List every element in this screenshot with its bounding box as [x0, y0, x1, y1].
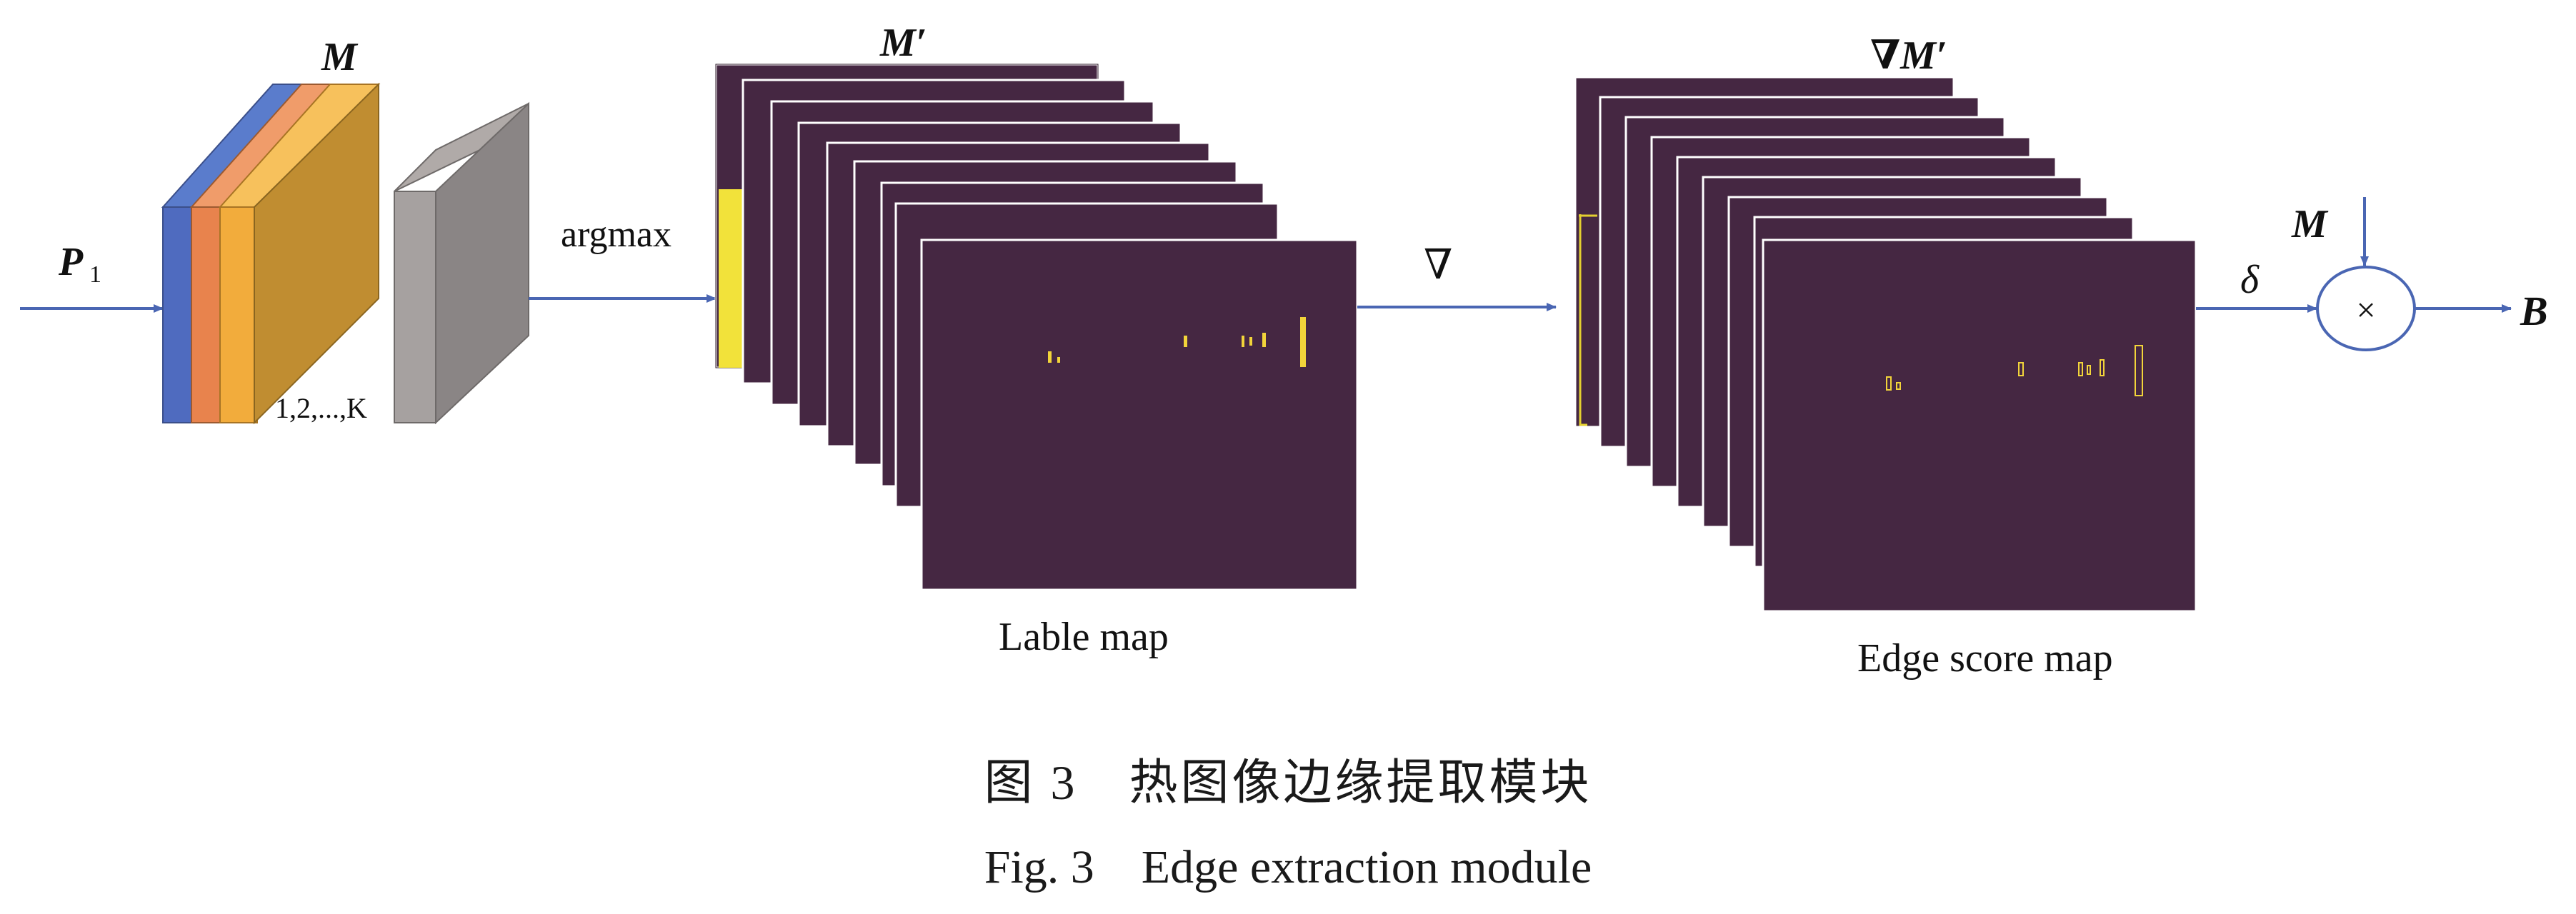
- label-map-edge-strip: [719, 189, 743, 368]
- label-map-front: [920, 238, 1359, 591]
- m-multiplier-label: M: [2291, 202, 2329, 246]
- label-map-stack: [714, 63, 1359, 591]
- delta-label: δ: [2240, 258, 2260, 302]
- m-top-label: M: [321, 35, 359, 79]
- label-map-caption: Lable map: [999, 615, 1169, 659]
- figure-caption-chinese: 图 3 热图像边缘提取模块: [984, 755, 1592, 810]
- feature-block-m: [161, 82, 381, 425]
- gradient-operator-label: ∇: [1424, 241, 1453, 288]
- figure-caption-english: Fig. 3 Edge extraction module: [984, 841, 1592, 893]
- edge-score-map-stack: [1574, 76, 2197, 613]
- edge-score-map-caption: Edge score map: [1857, 636, 2113, 681]
- multiply-symbol: ×: [2356, 291, 2375, 329]
- channel-index-label: 1,2,...,K: [275, 392, 367, 424]
- edge-score-map-front: [1762, 238, 2197, 613]
- input-label: P 1: [58, 240, 101, 288]
- gray-block: [394, 101, 529, 425]
- m-prime-label: M′: [879, 21, 927, 65]
- grad-m-prime-label: ∇M′: [1870, 34, 1947, 78]
- svg-text:P: P: [58, 240, 84, 284]
- svg-text:1: 1: [89, 261, 101, 288]
- output-label: B: [2520, 288, 2548, 334]
- argmax-label: argmax: [561, 214, 672, 255]
